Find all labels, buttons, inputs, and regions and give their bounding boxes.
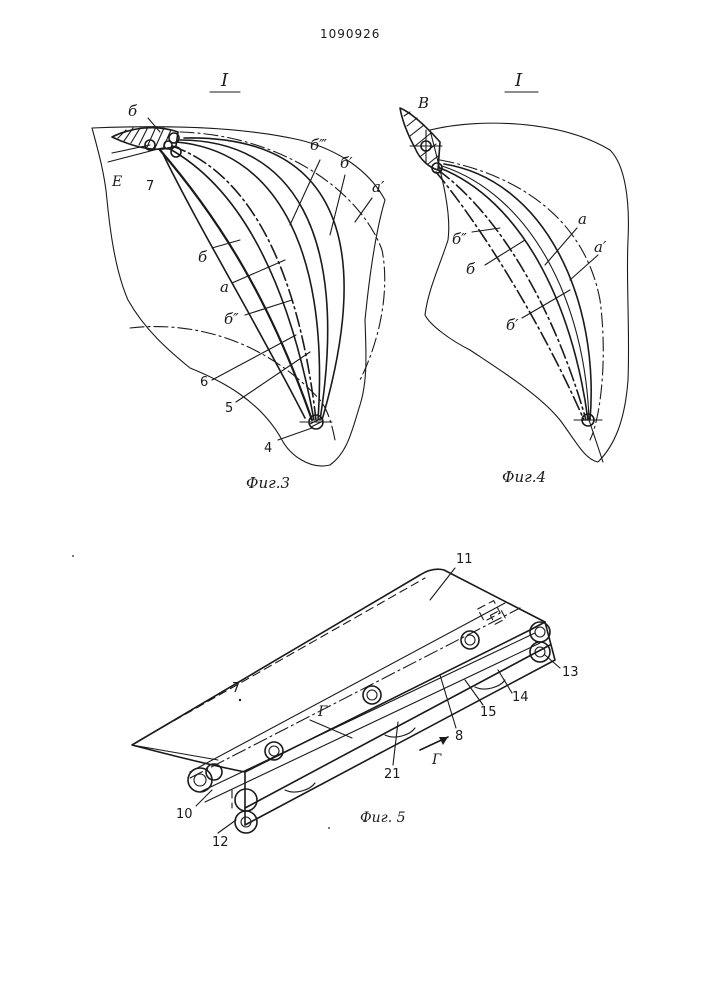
fig3-blade-b-double [172, 146, 316, 420]
fig4-section-mark: I [514, 70, 523, 91]
fig3-leader-b-top [148, 118, 160, 132]
fig5-tube-line-2 [205, 643, 540, 802]
fig3-label-b-top: б [128, 102, 138, 120]
fig5-label-13: 13 [562, 665, 579, 680]
fig4-hinge-body [400, 108, 440, 170]
fig5-leader-15 [465, 680, 483, 705]
fig4-caption: Фиг.4 [502, 468, 546, 486]
fig5-label-8: 8 [455, 729, 463, 744]
fig3-blade-inner [162, 152, 305, 418]
fig5-label-G2: Г [431, 752, 442, 768]
fig5-box-front [245, 622, 555, 825]
figure-3: I [92, 70, 385, 492]
fig5-rib-2 [385, 728, 415, 737]
fig3-label-b-triple: б‴ [310, 136, 327, 154]
fig5-label-21: 21 [384, 767, 401, 782]
fig3-label-7: 7 [146, 179, 154, 194]
fig5-label-G1: Г [317, 704, 328, 720]
figure-4: I [400, 70, 629, 486]
speck [328, 827, 330, 829]
fig5-leader-11 [430, 568, 455, 600]
fig4-label-V: В [417, 94, 429, 112]
fig3-label-5: 5 [225, 401, 233, 416]
fig5-right-rollers [478, 601, 550, 662]
fig5-left-rollers [188, 764, 257, 833]
fig5-leader-12 [218, 820, 236, 833]
fig4-label-a: а [578, 210, 587, 228]
fig4-label-b: б [466, 260, 476, 278]
fig3-label-4: 4 [264, 441, 272, 456]
fig3-label-6: 6 [200, 375, 208, 390]
fig5-label-15: 15 [480, 705, 497, 720]
fig3-section-mark: I [220, 70, 229, 91]
speck [72, 555, 74, 557]
speck [239, 699, 241, 701]
fig3-label-a-prime: а′ [372, 178, 385, 196]
fig3-label-E: Е [111, 174, 122, 190]
fig4-label-b-prime: б′ [506, 316, 519, 334]
fig4-label-b-double: б″ [452, 230, 467, 248]
figure-5: 11 7 13 14 15 8 Г Г 21 10 12 Фиг. 5 [72, 552, 578, 850]
fig4-label-a-prime: а′ [594, 238, 607, 256]
fig5-leader-13 [545, 655, 560, 668]
fig3-break-outline [92, 127, 385, 466]
fig3-leader-b-prime [330, 175, 345, 235]
fig5-label-10: 10 [176, 807, 193, 822]
fig5-flap-bevel [132, 745, 218, 760]
fig3-label-a: а [220, 278, 229, 296]
fig3-caption: Фиг.3 [246, 474, 290, 492]
fig4-extension-line [589, 420, 603, 462]
fig3-label-b: б [198, 248, 208, 266]
fig3-leader-5 [236, 352, 310, 402]
fig3-leader-4 [278, 428, 312, 440]
fig5-label-7: 7 [232, 681, 240, 696]
fig3-leader-6 [212, 335, 296, 380]
fig3-label-b-prime: б′ [340, 154, 353, 172]
fig4-leader-a [545, 228, 577, 265]
patent-number: 1090926 [320, 27, 380, 41]
fig5-rib-3 [475, 680, 505, 689]
fig3-label-b-double: б″ [224, 310, 239, 328]
fig3-leader-E2 [108, 148, 162, 162]
fig4-leader-b [485, 240, 525, 265]
bolt-2 [363, 686, 381, 704]
fig3-leader-b [212, 240, 240, 248]
fig5-caption: Фиг. 5 [360, 810, 406, 826]
fig5-label-11: 11 [456, 552, 473, 567]
fig5-label-12: 12 [212, 835, 229, 850]
fig5-label-14: 14 [512, 690, 529, 705]
fig3-leader-E [112, 145, 150, 153]
